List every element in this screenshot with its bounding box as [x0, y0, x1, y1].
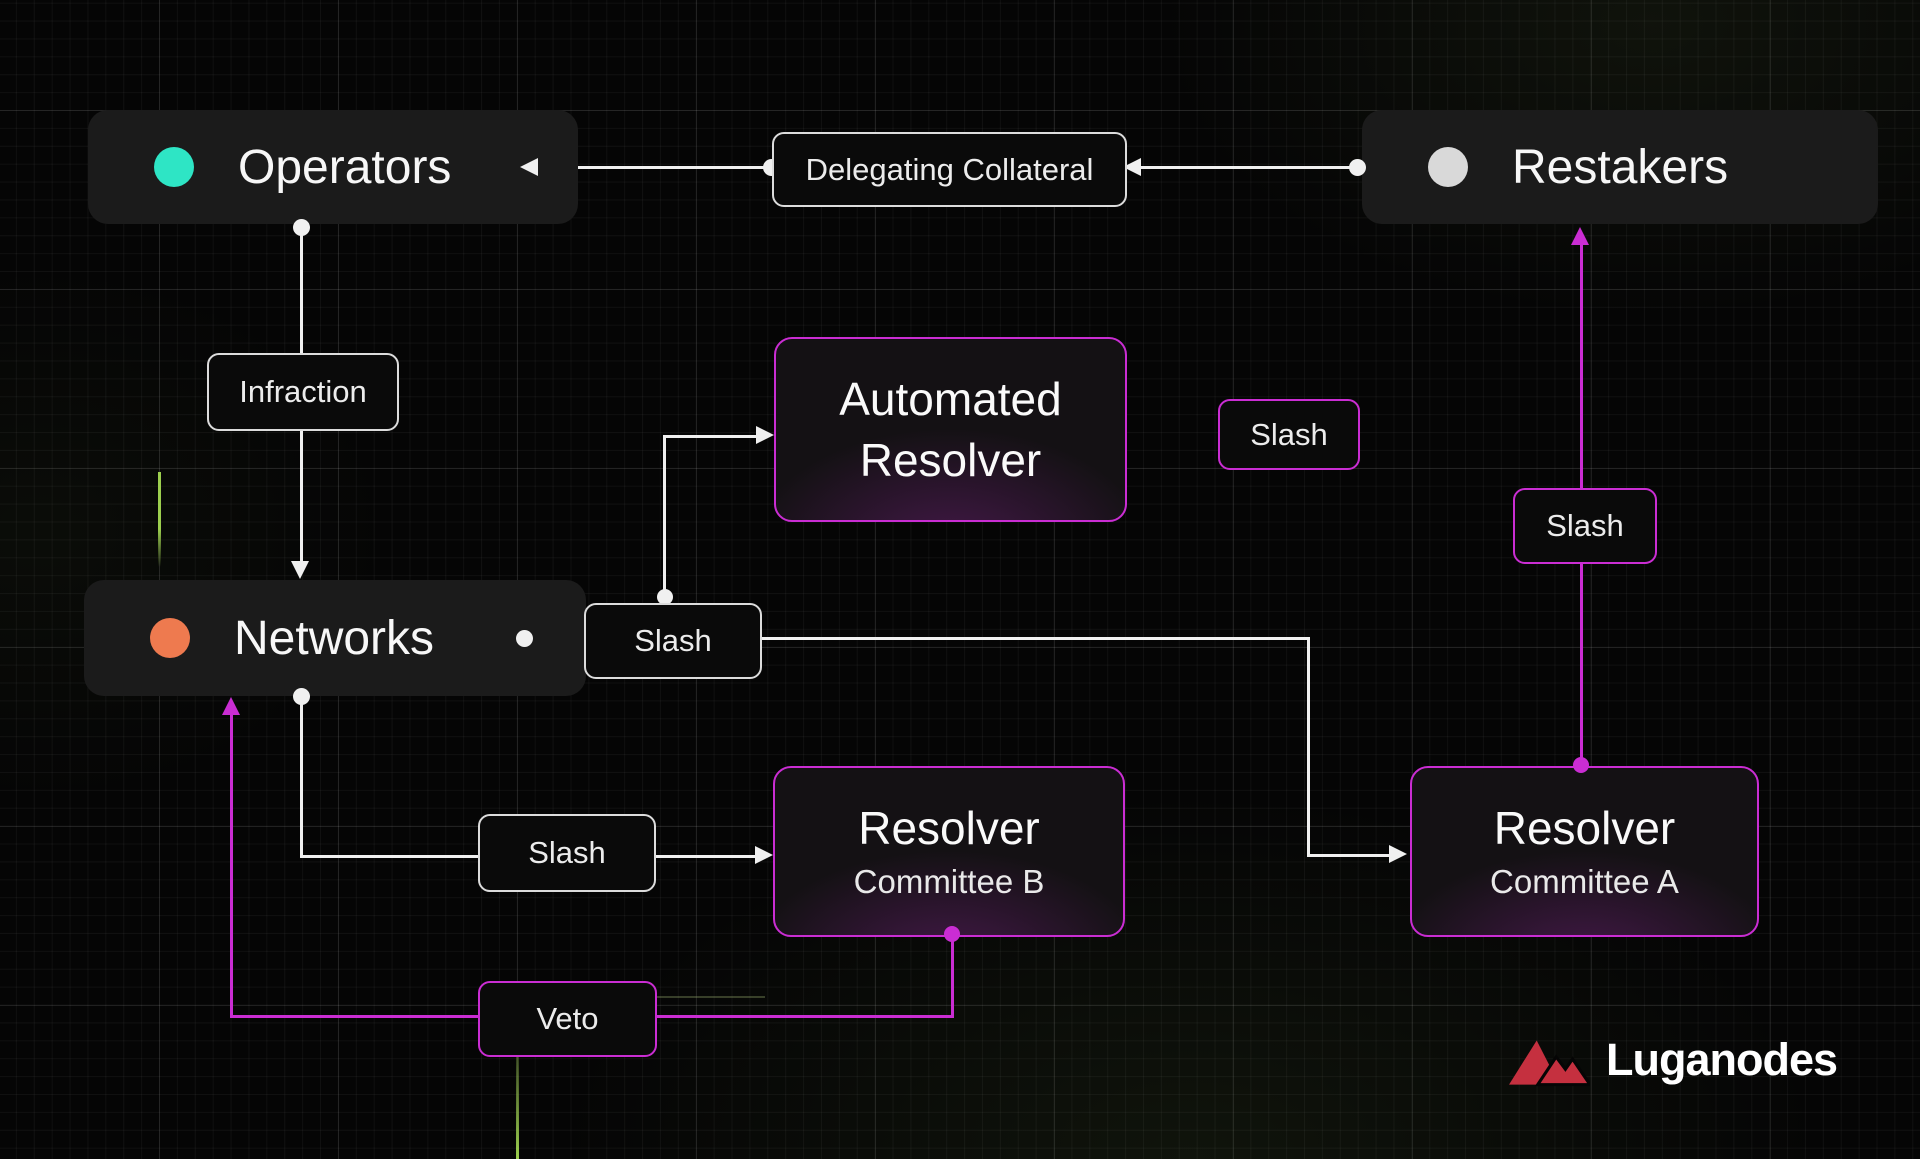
- edge-slash-up: [663, 437, 666, 603]
- committee-a-line1: Resolver: [1493, 802, 1676, 855]
- node-networks-label: Networks: [234, 611, 435, 665]
- node-restakers-label: Restakers: [1512, 140, 1729, 194]
- edge-restakers-to-collateral: [1141, 166, 1357, 169]
- connector-dot-networks-bottom: [293, 688, 310, 705]
- node-restakers: Restakers: [1362, 110, 1878, 224]
- label-delegating-collateral: Delegating Collateral: [772, 132, 1127, 207]
- label-slash-committee-a: Slash: [1513, 488, 1657, 564]
- luganodes-wordmark: Luganodes: [1606, 1034, 1838, 1085]
- label-veto: Veto: [478, 981, 657, 1057]
- edge-to-committee-a: [1307, 854, 1389, 857]
- edge-to-automated-resolver: [663, 435, 756, 438]
- edge-veto-up-to-networks: [230, 703, 233, 1018]
- node-automated-resolver: Automated Resolver: [774, 337, 1127, 522]
- green-accent-bottom: [516, 1053, 519, 1159]
- arrowhead-into-collateral-icon: [1123, 158, 1141, 176]
- arrowhead-into-automated-resolver-icon: [756, 426, 774, 444]
- arrowhead-into-committee-b-icon: [755, 846, 773, 864]
- label-slash-floating: Slash: [1218, 399, 1360, 470]
- node-resolver-committee-a: Resolver Committee A: [1410, 766, 1759, 937]
- connector-dot-networks-right: [516, 630, 533, 647]
- arrowhead-into-operators-icon: [520, 158, 538, 176]
- connector-dot-committee-b-bottom: [944, 926, 960, 942]
- node-networks: Networks: [84, 580, 586, 696]
- restakers-dot-icon: [1428, 147, 1468, 187]
- luganodes-mountain-icon: [1509, 1040, 1590, 1087]
- edge-committee-b-down: [951, 934, 954, 1018]
- arrowhead-into-restakers-icon: [1571, 227, 1589, 245]
- label-slash-networks: Slash: [584, 603, 762, 679]
- connector-dot-operators-bottom: [293, 219, 310, 236]
- connector-dot-restakers-left: [1349, 159, 1366, 176]
- green-accent-faint-horizontal: [655, 996, 765, 998]
- arrowhead-into-networks-top-icon: [291, 561, 309, 579]
- connector-dot-committee-a-top: [1573, 757, 1589, 773]
- luganodes-logo: Luganodes: [1508, 1032, 1838, 1088]
- networks-dot-icon: [150, 618, 190, 658]
- edge-networks-down: [300, 696, 303, 858]
- committee-b-line1: Resolver: [858, 802, 1040, 855]
- edge-networks-slash-east: [524, 637, 1309, 640]
- label-infraction: Infraction: [207, 353, 399, 431]
- automated-resolver-line2: Resolver: [859, 433, 1042, 486]
- node-operators-label: Operators: [238, 140, 452, 194]
- operators-dot-icon: [154, 147, 194, 187]
- automated-resolver-line1: Automated: [839, 372, 1062, 425]
- green-accent-left: [158, 472, 161, 567]
- connector-bump-slash-top: [657, 589, 673, 605]
- edge-collateral-to-operators: [520, 166, 772, 169]
- edge-corner-down: [1307, 637, 1310, 857]
- node-operators: Operators: [88, 110, 578, 224]
- committee-b-line2: Committee B: [853, 862, 1045, 900]
- arrowhead-into-networks-bottom-icon: [222, 697, 240, 715]
- arrowhead-into-committee-a-icon: [1389, 845, 1407, 863]
- committee-a-line2: Committee A: [1490, 862, 1679, 900]
- node-resolver-committee-b: Resolver Committee B: [773, 766, 1125, 937]
- label-slash-committee-b: Slash: [478, 814, 656, 892]
